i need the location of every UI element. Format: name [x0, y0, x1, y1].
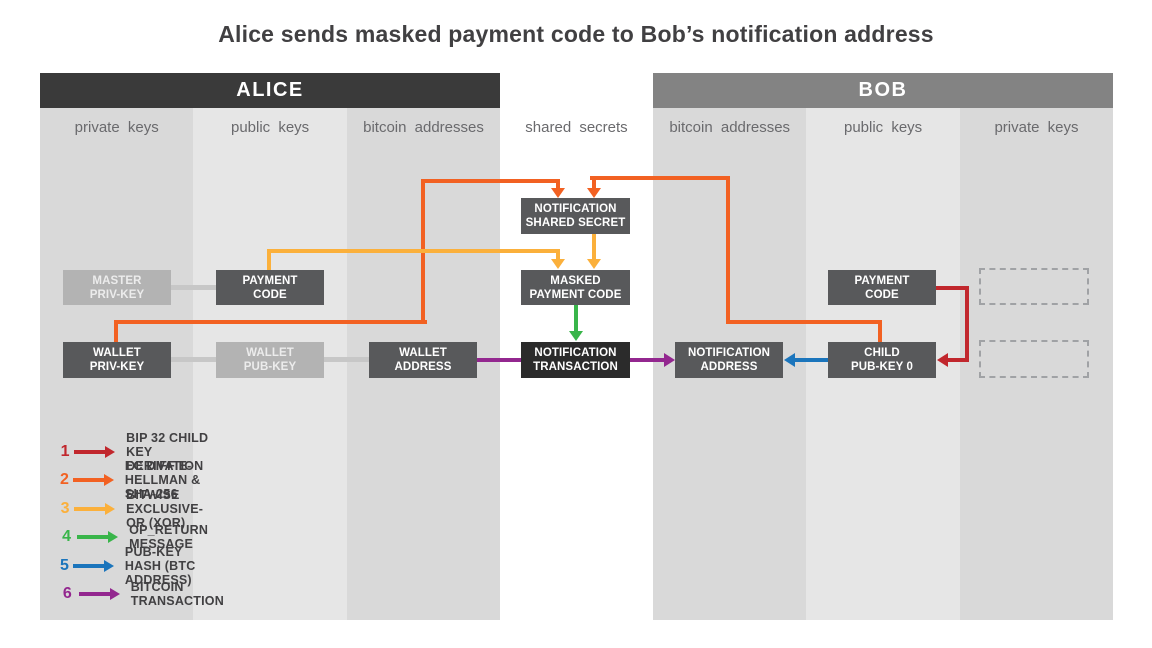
blue-path-pubkey-hash — [794, 358, 828, 362]
notification-address-box: NOTIFICATION ADDRESS — [675, 342, 783, 378]
yellow-path-from-payment-code — [556, 249, 560, 260]
column-label-bob-bitcoin-addresses: bitcoin addresses — [669, 119, 791, 136]
legend-label: BITWISE EXCLUSIVE-OR (XOR) — [126, 488, 204, 530]
notification-shared-secret-box: NOTIFICATION SHARED SECRET — [521, 198, 630, 234]
wallet-pub-key-box: WALLET PUB-KEY — [216, 342, 324, 378]
child-pub-key-0-box: CHILD PUB-KEY 0 — [828, 342, 936, 378]
red-arrowhead-into-child-pub-key — [937, 353, 948, 367]
legend-label: OP_RETURN MESSAGE — [129, 523, 209, 551]
legend-label: EC DIFFIE-HELLMAN & SHA-256 — [124, 459, 201, 501]
orange-path-alice — [114, 322, 118, 342]
purple-path-bitcoin-transaction — [630, 358, 665, 362]
blue-arrowhead-into-notification-address — [784, 353, 795, 367]
legend-item-bitcoin-transaction: 6 BITCOIN TRANSACTION — [60, 580, 231, 608]
bob-header: BOB — [653, 73, 1113, 108]
orange-path-bob — [878, 322, 882, 342]
yellow-path-from-shared-secret — [592, 234, 596, 260]
diagram-title: Alice sends masked payment code to Bob’s… — [218, 21, 934, 47]
notification-transaction-box: NOTIFICATION TRANSACTION — [521, 342, 630, 378]
orange-path-bob — [592, 176, 596, 189]
masked-payment-code-box: MASKED PAYMENT CODE — [521, 270, 630, 305]
column-label-shared-secrets: shared secrets — [525, 119, 628, 136]
yellow-path-from-payment-code — [267, 251, 271, 270]
wallet-priv-key-box: WALLET PRIV-KEY — [63, 342, 171, 378]
red-path-bip32 — [936, 286, 969, 290]
green-arrowhead-into-notification-transaction — [569, 331, 583, 341]
legend-item-xor: 3 BITWISE EXCLUSIVE-OR (XOR) — [60, 488, 215, 530]
alice-header: ALICE — [40, 73, 500, 108]
legend-item-pubkey-hash: 5 PUB-KEY HASH (BTC ADDRESS) — [60, 545, 205, 587]
red-path-bip32 — [947, 358, 969, 362]
legend-number: 6 — [62, 585, 72, 602]
column-label-alice-private-keys: private keys — [74, 119, 159, 136]
right-arrow-icon — [74, 446, 116, 458]
orange-path-bob — [590, 176, 730, 180]
orange-arrowhead-into-shared-secret-right — [587, 188, 601, 198]
legend-item-ecdh: 2 EC DIFFIE-HELLMAN & SHA-256 — [60, 459, 201, 501]
orange-path-alice — [114, 320, 427, 324]
connector-wallet-priv-to-pub — [171, 357, 216, 362]
column-label-bob-private-keys: private keys — [994, 119, 1079, 136]
orange-path-alice — [556, 179, 560, 189]
green-path-op-return — [574, 305, 578, 332]
right-arrow-icon — [77, 531, 119, 543]
column-label-alice-public-keys: public keys — [230, 119, 310, 136]
wallet-address-box: WALLET ADDRESS — [369, 342, 477, 378]
legend-label: BIP 32 CHILD KEY DERIVATION — [126, 431, 209, 473]
yellow-path-from-payment-code — [267, 249, 560, 253]
legend-number: 5 — [60, 557, 69, 574]
purple-arrowhead-into-notification-address — [664, 353, 675, 367]
orange-path-bob — [726, 320, 882, 324]
legend-item-op-return: 4 OP_RETURN MESSAGE — [60, 523, 217, 551]
legend-number: 4 — [62, 528, 72, 545]
payment-code-alice-box: PAYMENT CODE — [216, 270, 324, 305]
red-path-bip32 — [965, 286, 969, 362]
bob-hidden-priv-key-box-2 — [979, 340, 1089, 378]
legend-label: BITCOIN TRANSACTION — [130, 580, 224, 608]
column-label-bob-public-keys: public keys — [843, 119, 923, 136]
legend-item-bip32: 1 BIP 32 CHILD KEY DERIVATION — [60, 431, 215, 473]
right-arrow-icon — [78, 588, 120, 600]
right-arrow-icon — [72, 560, 114, 572]
payment-code-bob-box: PAYMENT CODE — [828, 270, 936, 305]
legend-number: 3 — [60, 500, 70, 517]
connector-master-to-payment-code — [171, 285, 216, 290]
column-label-alice-bitcoin-addresses: bitcoin addresses — [363, 119, 484, 136]
legend-number: 2 — [60, 471, 69, 488]
orange-path-bob — [726, 176, 730, 324]
bob-hidden-priv-key-box-1 — [979, 268, 1089, 305]
right-arrow-icon — [74, 503, 116, 515]
master-priv-key-box: MASTER PRIV-KEY — [63, 270, 171, 305]
right-arrow-icon — [72, 474, 114, 486]
connector-wallet-pub-to-address — [324, 357, 369, 362]
orange-path-alice — [421, 179, 560, 183]
legend-number: 1 — [60, 443, 70, 460]
orange-arrowhead-into-shared-secret-left — [551, 188, 565, 198]
legend-label: PUB-KEY HASH (BTC ADDRESS) — [124, 545, 196, 587]
yellow-arrowhead-into-masked-code-right — [587, 259, 601, 269]
yellow-arrowhead-into-masked-code-left — [551, 259, 565, 269]
purple-path-bitcoin-transaction — [477, 358, 521, 362]
